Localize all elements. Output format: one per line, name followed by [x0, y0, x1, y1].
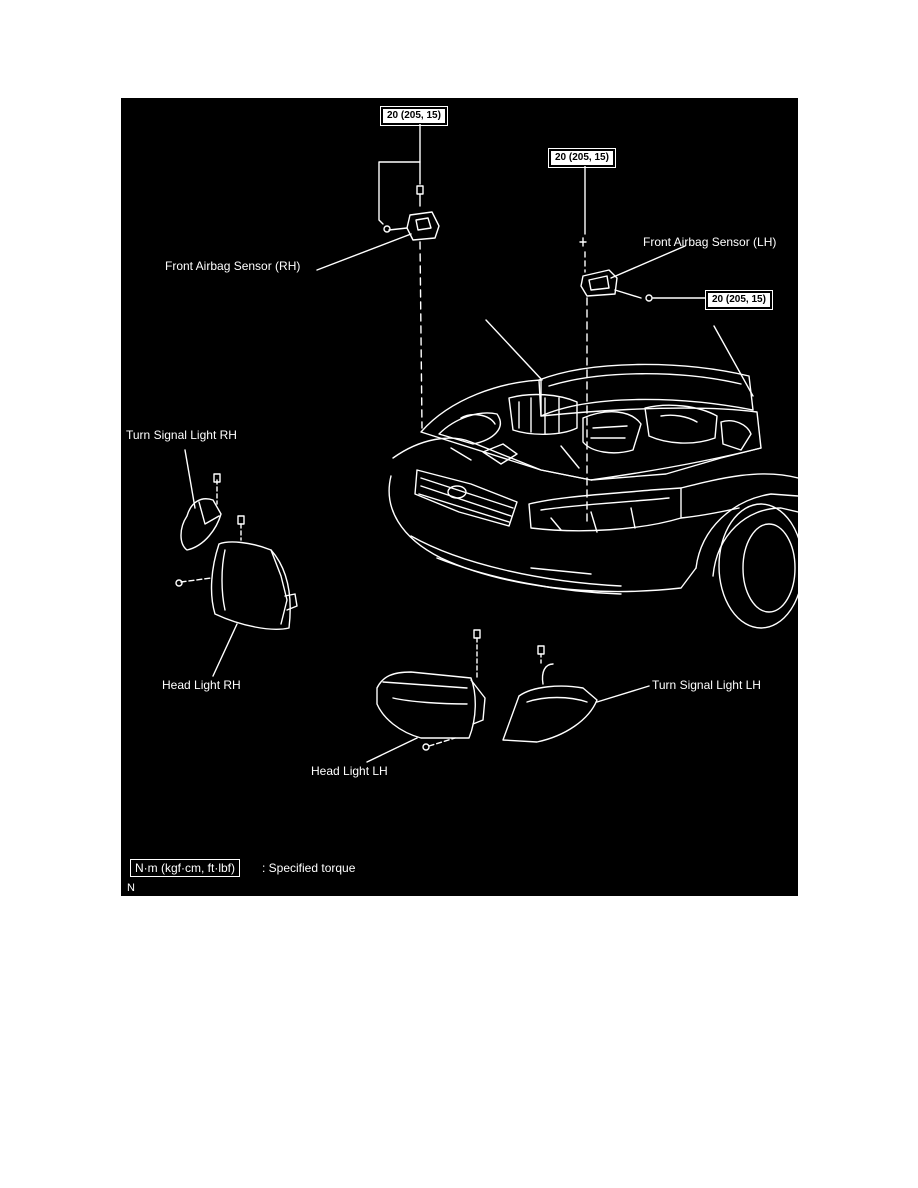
legend-unit-box: N·m (kgf·cm, ft·lbf) [130, 859, 240, 877]
airbag-sensor-rh-illustration [378, 119, 440, 429]
diagram-artwork [175, 119, 798, 763]
torque-spec-lh-sensor-side: 20 (205, 15) [705, 290, 773, 310]
airbag-rh-leader [316, 233, 412, 271]
torque-spec-rh-sensor: 20 (205, 15) [380, 106, 448, 126]
turn-signal-rh-illustration [180, 449, 222, 551]
label-head-light-rh: Head Light RH [162, 678, 241, 692]
label-turn-signal-lh: Turn Signal Light LH [652, 678, 761, 692]
label-head-light-lh: Head Light LH [311, 764, 388, 778]
exploded-view-diagram: 20 (205, 15) 20 (205, 15) 20 (205, 15) F… [121, 98, 798, 896]
torque-spec-lh-sensor-top: 20 (205, 15) [548, 148, 616, 168]
head-light-lh-illustration [366, 629, 486, 763]
label-turn-signal-rh: Turn Signal Light RH [126, 428, 237, 442]
label-airbag-sensor-lh: Front Airbag Sensor (LH) [643, 235, 777, 249]
turn-signal-lh-illustration [502, 645, 650, 743]
label-airbag-sensor-rh: Front Airbag Sensor (RH) [165, 259, 301, 273]
vehicle-front-illustration [388, 319, 798, 629]
corner-mark: N [127, 882, 135, 894]
legend-description: : Specified torque [262, 861, 356, 875]
head-light-rh-illustration [175, 515, 298, 677]
airbag-sensor-lh-illustration [579, 165, 706, 525]
